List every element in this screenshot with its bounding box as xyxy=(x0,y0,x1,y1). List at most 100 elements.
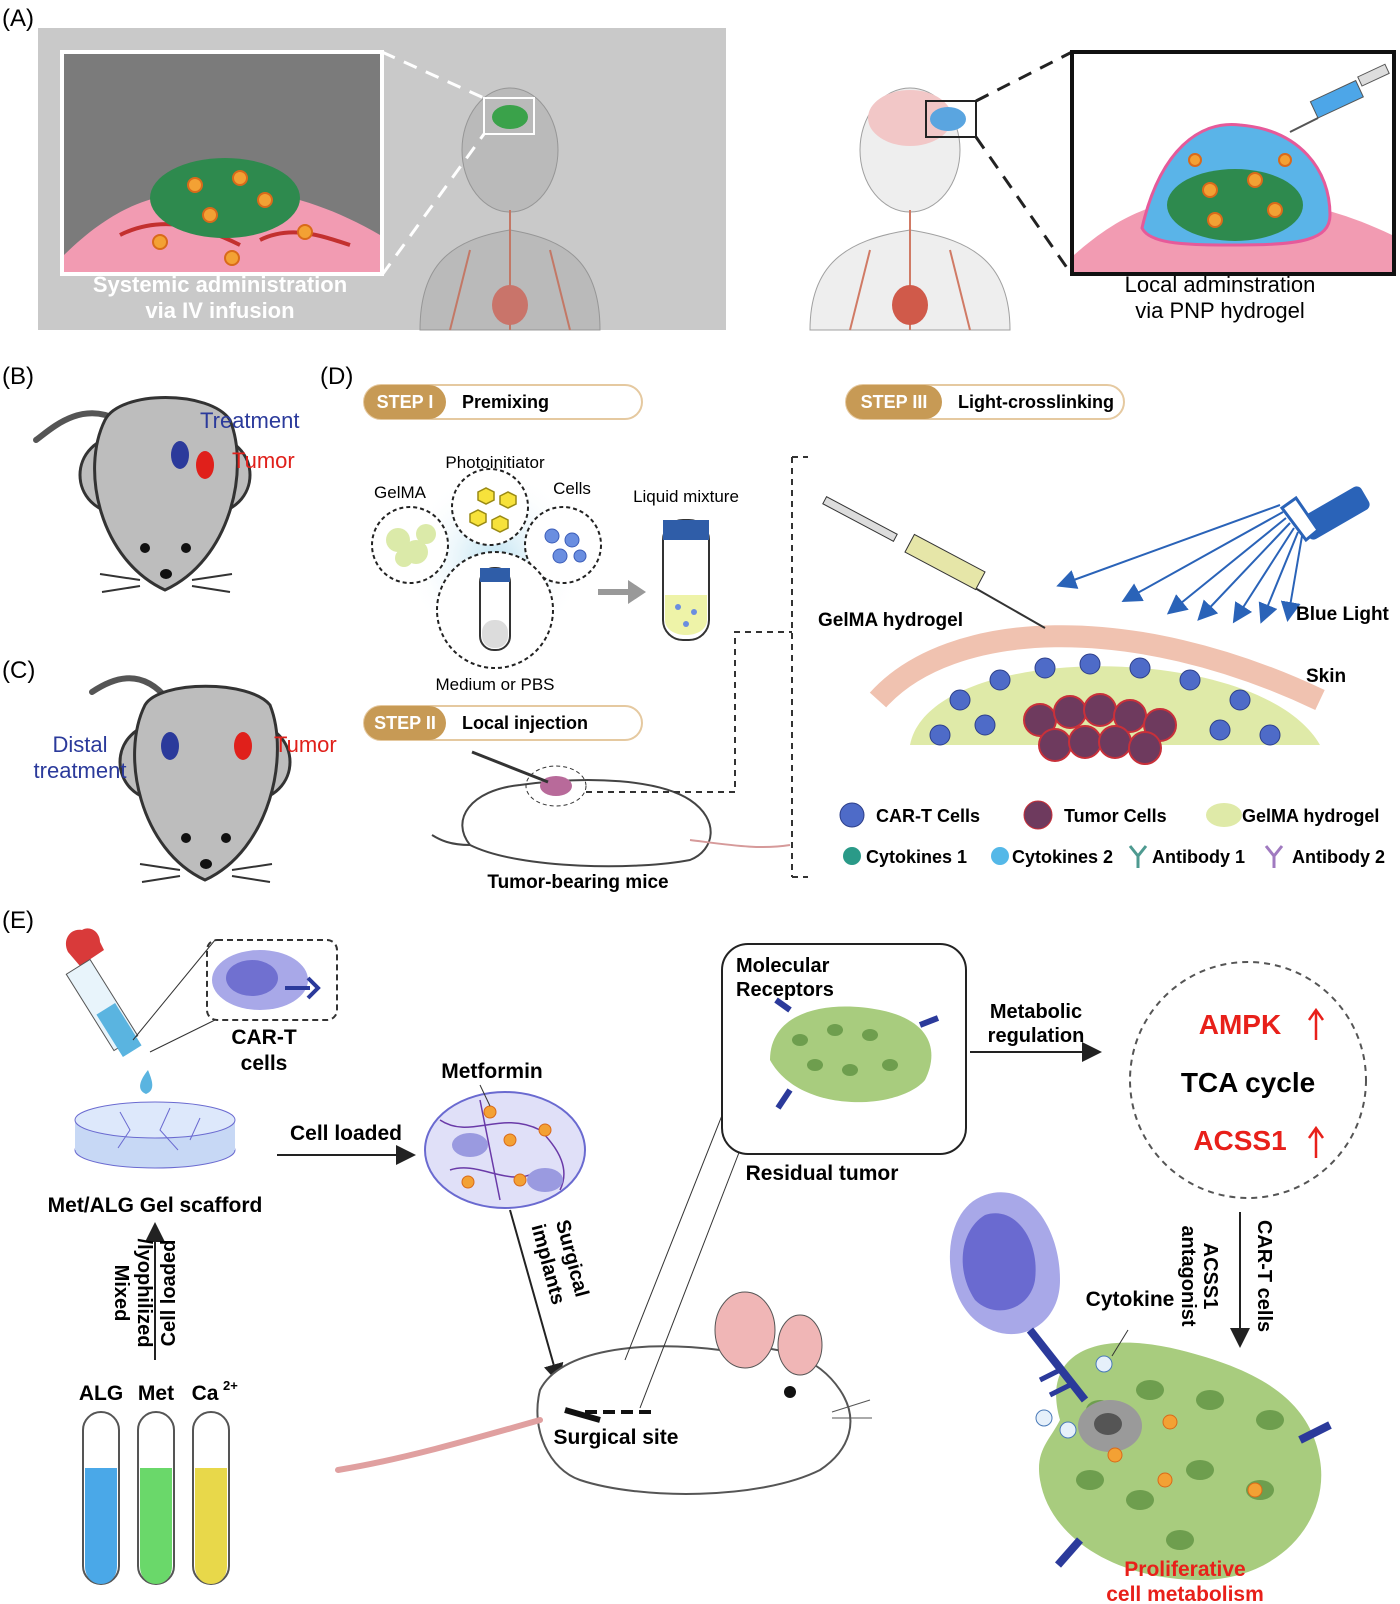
panel-d-label: (D) xyxy=(320,363,353,390)
ampk-up-arrow xyxy=(1307,1007,1325,1040)
tube-ca-superscript: 2+ xyxy=(223,1378,238,1393)
molecular-label-1: Molecular xyxy=(736,955,830,977)
light-crosslinking-scene xyxy=(822,486,1370,765)
flashlight xyxy=(1279,486,1370,543)
legend-tumor: Tumor Cells xyxy=(1064,806,1167,826)
tumor-dot-c xyxy=(234,732,252,760)
molecular-label-2: Receptors xyxy=(736,979,834,1001)
step3-tag: STEP III Light-crosslinking xyxy=(845,384,1125,420)
tumor-mice-label: Tumor-bearing mice xyxy=(487,872,668,893)
legend-antibody1-icon xyxy=(1128,845,1148,868)
acss1-up-arrow xyxy=(1307,1125,1325,1158)
tube-alg xyxy=(82,1411,120,1585)
systemic-text-2: via IV infusion xyxy=(145,298,294,323)
person-silhouette-right xyxy=(809,87,1011,331)
distal-label-1: Distal xyxy=(52,732,107,757)
acss1-label: ACSS1 xyxy=(1193,1125,1286,1156)
legend-cytokines1: Cytokines 1 xyxy=(866,847,967,867)
syringe-d xyxy=(822,496,1046,629)
step2-tag: STEP II Local injection xyxy=(363,705,643,741)
legend-tumor-icon xyxy=(1023,800,1053,830)
pipette xyxy=(65,928,216,1094)
medium-label: Medium or PBS xyxy=(435,675,554,694)
local-text-1: Local adminstration xyxy=(1125,272,1316,297)
legend-cytokines2-icon xyxy=(991,847,1009,865)
surgical-arrow xyxy=(509,1209,564,1384)
cells-circle xyxy=(524,506,602,584)
systemic-text-1: Systemic administration xyxy=(93,272,347,297)
ampk-label: AMPK xyxy=(1199,1009,1281,1040)
panel-c-label: (C) xyxy=(2,657,35,684)
step1-label: Premixing xyxy=(462,392,549,412)
metabolic-label-2: regulation xyxy=(988,1025,1085,1047)
tumor-label-b: Tumor xyxy=(232,448,295,473)
acss1-antagonist-2: antagonist xyxy=(1177,1225,1199,1326)
skin-label: Skin xyxy=(1306,666,1346,687)
tca-label: TCA cycle xyxy=(1181,1067,1315,1098)
gelma-hydrogel-label: GelMA hydrogel xyxy=(818,610,963,631)
legend-cart-icon xyxy=(839,802,865,828)
legend-antibody2: Antibody 2 xyxy=(1292,847,1385,867)
legend-cytokines1-icon xyxy=(843,847,861,865)
tube-ca-label: Ca xyxy=(192,1382,219,1405)
step1-tag-text: STEP I xyxy=(377,392,434,412)
treatment-dot-c xyxy=(161,732,179,760)
surgery-mouse xyxy=(335,1149,872,1495)
scaffold-disk xyxy=(74,1101,236,1169)
panel-a-local: Local adminstration via PNP hydrogel xyxy=(809,50,1396,331)
proliferative-label-1: Proliferative xyxy=(1124,1558,1245,1581)
mouse-c xyxy=(89,675,292,883)
step2-label: Local injection xyxy=(462,713,588,733)
photoinitiator-circle xyxy=(451,468,529,546)
connector-bracket xyxy=(586,456,808,878)
metformin-label: Metformin xyxy=(441,1060,543,1083)
mouse-b xyxy=(33,396,252,593)
mixed-label-1: Mixed xyxy=(110,1265,132,1322)
brain-tumor-left xyxy=(492,105,528,129)
blue-light-label: Blue Light xyxy=(1296,604,1390,625)
tube-met xyxy=(137,1411,175,1585)
legend-gelma: GelMA hydrogel xyxy=(1242,806,1379,826)
syringe-right xyxy=(1289,63,1390,133)
treatment-dot-b xyxy=(171,441,189,469)
legend-antibody2-icon xyxy=(1264,845,1284,868)
step3-label: Light-crosslinking xyxy=(958,392,1114,412)
panel-b-label: (B) xyxy=(2,363,34,390)
step2-tag-text: STEP II xyxy=(374,713,436,733)
distal-label-2: treatment xyxy=(34,758,127,783)
metformin-gel xyxy=(424,1084,586,1209)
tube-met-label: Met xyxy=(138,1382,174,1405)
treatment-label-b: Treatment xyxy=(200,408,299,433)
legend-cart: CAR-T Cells xyxy=(876,806,980,826)
cart-inset-box xyxy=(206,939,338,1021)
tca-circle xyxy=(1129,961,1367,1199)
surgical-site-label: Surgical site xyxy=(554,1426,679,1449)
zoom-line-1 xyxy=(624,1069,741,1361)
acss1-antagonist-1: ACSS1 xyxy=(1199,1243,1221,1310)
metabolic-label-1: Metabolic xyxy=(990,1001,1082,1023)
tumor-label-c: Tumor xyxy=(274,732,337,757)
panel-d-legend: CAR-T Cells Tumor Cells GelMA hydrogel C… xyxy=(839,800,1385,868)
tumor-bearing-mouse xyxy=(431,750,791,868)
mixed-label-2: /lyophilized xyxy=(133,1239,155,1348)
cytokine-label: Cytokine xyxy=(1086,1288,1175,1311)
panel-a-label: (A) xyxy=(2,5,34,32)
premix-group xyxy=(371,468,602,669)
legend-gelma-icon xyxy=(1206,803,1242,827)
cart-label-1: CAR-T xyxy=(231,1026,296,1049)
tumor-mass-left xyxy=(150,158,300,238)
cell-loaded-vertical: Cell loaded xyxy=(158,1240,180,1347)
liquid-mixture-tube xyxy=(662,519,710,641)
zoom-box-right xyxy=(925,100,977,138)
scaffold-label: Met/ALG Gel scafford xyxy=(48,1194,263,1217)
photoinitiator-label: Photoinitiator xyxy=(445,453,545,472)
liquid-mixture-label: Liquid mixture xyxy=(633,487,739,506)
legend-cytokines2: Cytokines 2 xyxy=(1012,847,1113,867)
panel-a-systemic: Systemic administration via IV infusion xyxy=(38,28,726,331)
legend-antibody1: Antibody 1 xyxy=(1152,847,1245,867)
cart-cells-vertical: CAR-T cells xyxy=(1253,1220,1275,1332)
tube-alg-label: ALG xyxy=(79,1382,123,1405)
proliferative-label-2: cell metabolism xyxy=(1106,1583,1264,1604)
skin-layer xyxy=(869,625,1325,710)
